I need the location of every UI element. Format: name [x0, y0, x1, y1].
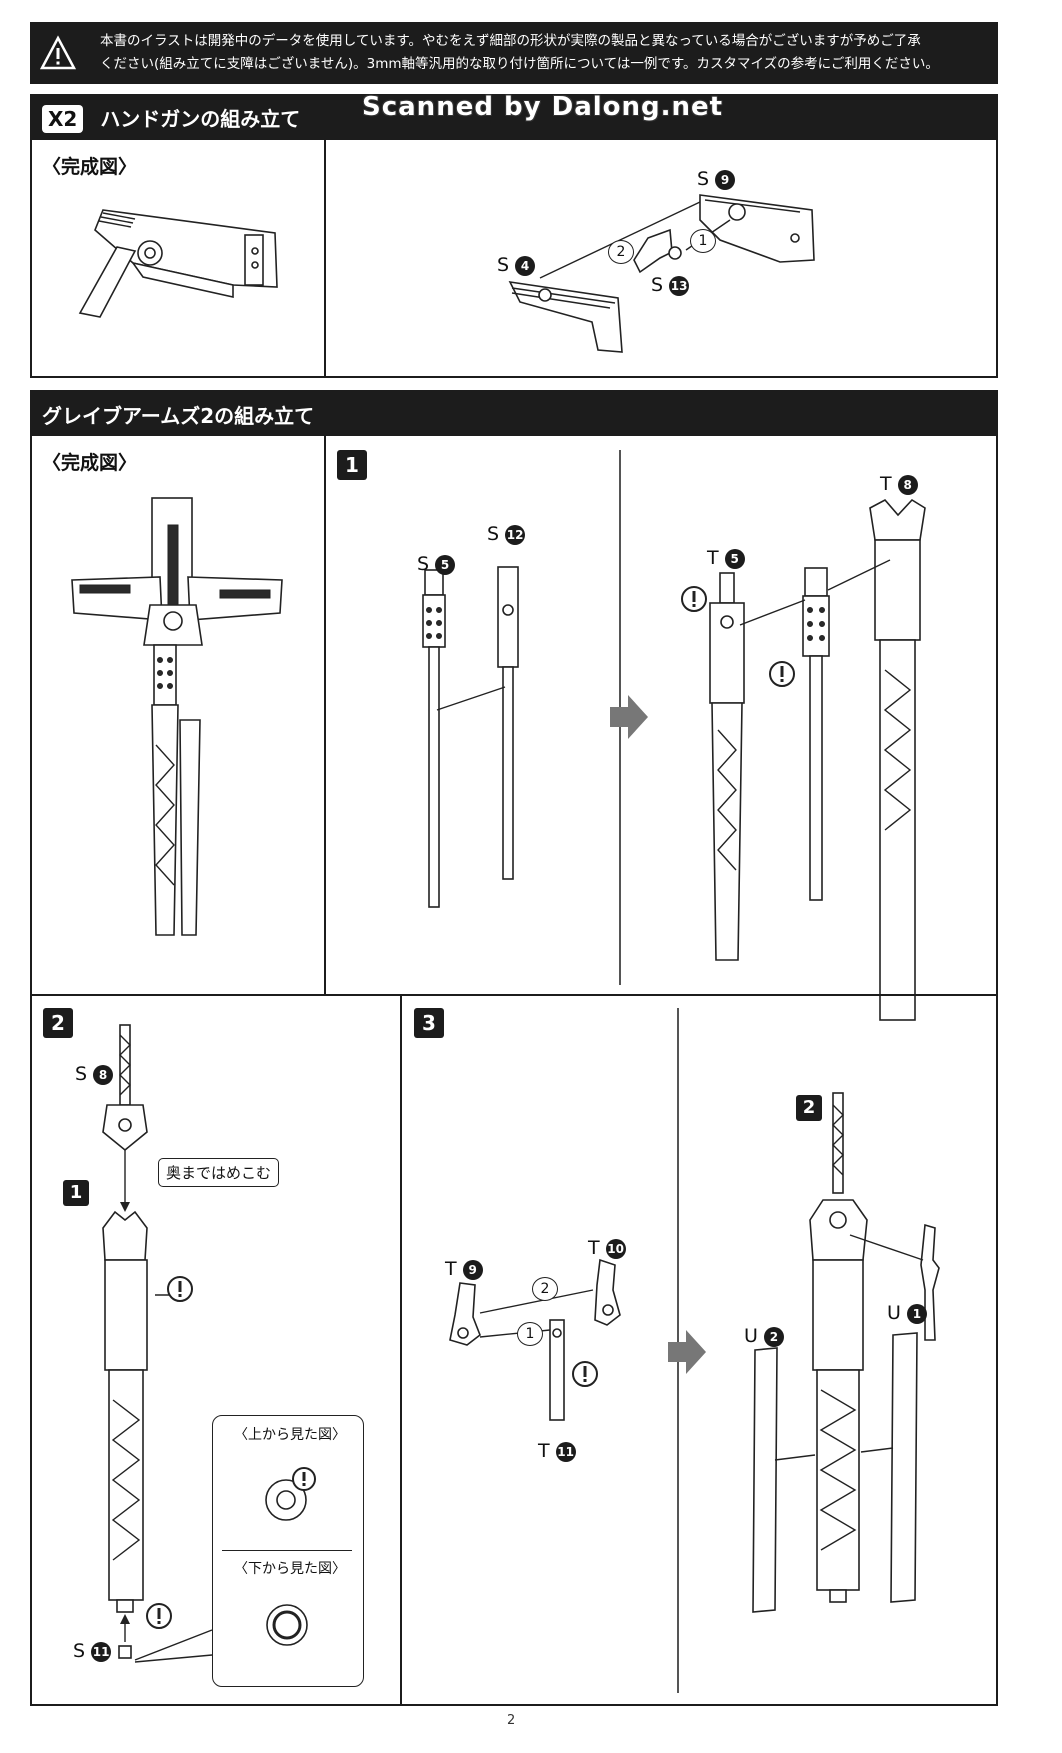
caution-icon	[769, 661, 795, 687]
next-arrow-icon	[668, 1330, 706, 1374]
order-mark: 2	[532, 1277, 558, 1301]
watermark: Scanned by Dalong.net	[362, 92, 724, 122]
part-label: T 11	[538, 1440, 576, 1462]
order-mark: 2	[608, 240, 634, 264]
order-mark: 1	[517, 1322, 543, 1346]
step-number-2: 2	[43, 1008, 73, 1038]
view-bottom-illustration	[266, 1604, 308, 1646]
part-label: S 8	[75, 1063, 114, 1085]
part-label: T 5	[707, 547, 745, 569]
step1-parts-left-illustration	[422, 566, 519, 908]
sub-step-ref: 1	[63, 1180, 89, 1206]
part-label: S 9	[697, 168, 736, 190]
page-number: 2	[507, 1713, 516, 1728]
step-number-1: 1	[337, 450, 367, 480]
step1-parts-right-illustration	[709, 498, 926, 1021]
caution-icon	[146, 1603, 172, 1629]
part-label: S 4	[497, 254, 536, 276]
view-top-label: 〈上から見た図〉	[234, 1427, 346, 1443]
part-label: S 13	[651, 274, 690, 296]
caution-icon	[167, 1276, 193, 1302]
part-label: S 12	[487, 523, 526, 545]
warning-icon	[39, 35, 77, 70]
step3-right-illustration	[752, 1092, 940, 1613]
next-arrow-icon	[610, 695, 648, 739]
callout-press-fully: 奥まではめこむ	[158, 1158, 280, 1187]
view-divider	[222, 1550, 352, 1551]
caution-icon	[681, 586, 707, 612]
part-label: T 9	[445, 1258, 483, 1280]
glaive-complete-illustration	[71, 497, 283, 936]
handgun-complete-illustration	[78, 209, 278, 318]
section-header-glaive: グレイブアームズ2の組み立て	[30, 390, 998, 436]
step2-illustration	[102, 1024, 175, 1659]
quantity-badge: X2	[42, 105, 84, 133]
notice-banner: 本書のイラストは開発中のデータを使用しています。やむをえず細部の形状が実際の製品…	[30, 22, 998, 84]
complete-label-glaive: 〈完成図〉	[42, 452, 138, 474]
view-bottom-label: 〈下から見た図〉	[234, 1561, 346, 1577]
notice-line-1: 本書のイラストは開発中のデータを使用しています。やむをえず細部の形状が実際の製品…	[100, 33, 921, 49]
handgun-panel	[30, 140, 998, 378]
step3-left-illustration	[449, 1258, 621, 1421]
part-label: T 10	[588, 1237, 626, 1259]
part-label: U 1	[887, 1302, 927, 1324]
part-label: S 11	[73, 1640, 112, 1662]
notice-line-2: ください(組み立てに支障はございません)。3mm軸等汎用的な取り付け箇所について…	[100, 56, 939, 72]
step3-panel	[400, 994, 998, 1706]
step-number-3: 3	[414, 1008, 444, 1038]
section-header-handgun: X2 ハンドガンの組み立て	[30, 94, 998, 140]
order-mark: 1	[690, 229, 716, 253]
section-title-glaive: グレイブアームズ2の組み立て	[42, 404, 315, 428]
divider	[324, 436, 326, 996]
part-label: T 8	[880, 473, 918, 495]
part-label: S 5	[417, 553, 456, 575]
step-ref-2: 2	[796, 1095, 822, 1121]
view-top-illustration	[265, 1467, 316, 1521]
handgun-exploded-illustration	[508, 194, 815, 353]
caution-icon	[572, 1361, 598, 1387]
pointer-lines	[134, 1629, 213, 1663]
section-title-handgun: ハンドガンの組み立て	[100, 107, 301, 131]
divider	[324, 140, 326, 378]
complete-label-handgun: 〈完成図〉	[42, 156, 138, 178]
part-label: U 2	[744, 1325, 784, 1347]
